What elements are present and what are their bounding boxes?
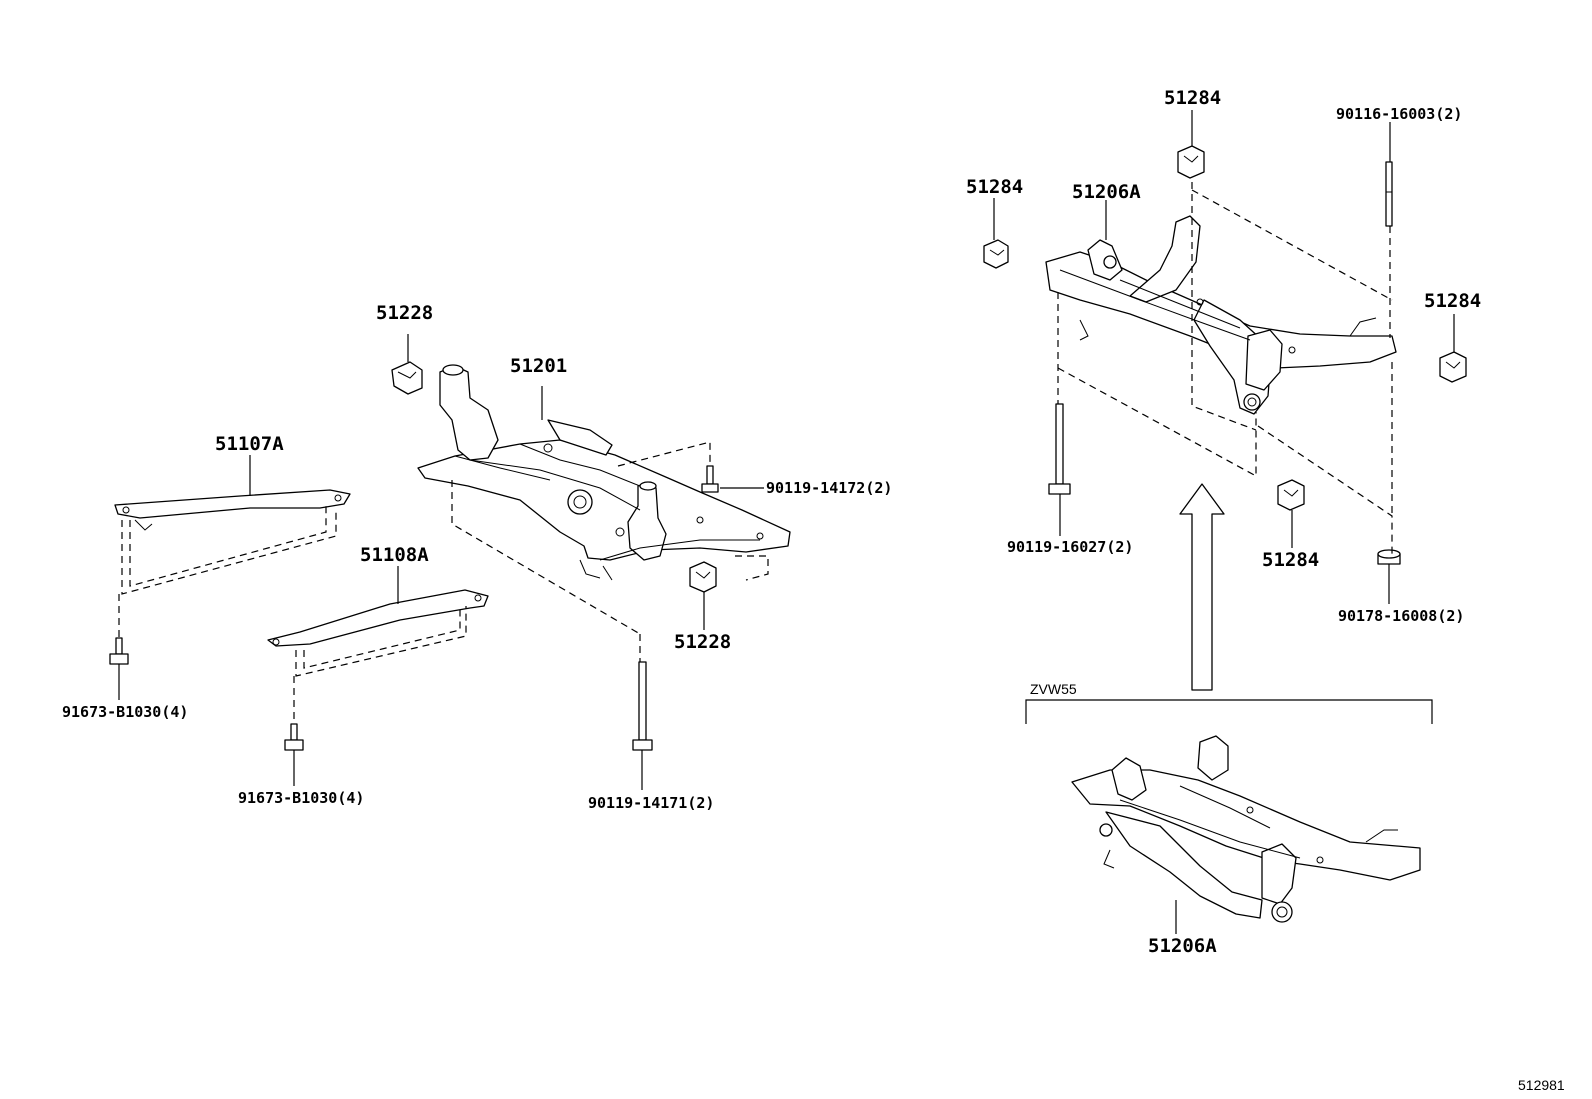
part-label-51228-bottom: 51228: [674, 631, 731, 653]
stopper-icon: [1277, 479, 1305, 511]
part-label-51206A-bottom: 51206A: [1148, 935, 1217, 957]
bolt-icon: [109, 637, 129, 665]
part-label-91673-B1030-mid: 91673-B1030(4): [238, 789, 364, 807]
bolt-icon: [284, 723, 304, 751]
bolt-icon: [1385, 161, 1393, 227]
bolt-icon: [701, 465, 719, 493]
part-label-51228-top: 51228: [376, 302, 433, 324]
part-label-51206A-top: 51206A: [1072, 181, 1141, 203]
stopper-icon: [689, 561, 717, 593]
brace-icon: [267, 589, 489, 647]
part-label-51284-right: 51284: [1424, 290, 1481, 312]
part-label-51284-bottom: 51284: [1262, 549, 1319, 571]
part-label-51284-left: 51284: [966, 176, 1023, 198]
stopper-icon: [391, 361, 423, 395]
part-label-51107A: 51107A: [215, 433, 284, 455]
variant-label: ZVW55: [1030, 681, 1077, 697]
front-suspension-crossmember-icon: [417, 364, 791, 581]
part-label-51284-top: 51284: [1164, 87, 1221, 109]
part-label-51108A: 51108A: [360, 544, 429, 566]
diagram-id: 512981: [1518, 1077, 1565, 1093]
part-label-90119-14172: 90119-14172(2): [766, 479, 892, 497]
brace-icon: [114, 489, 351, 531]
part-label-91673-B1030-left: 91673-B1030(4): [62, 703, 188, 721]
stopper-icon: [983, 239, 1009, 269]
rear-suspension-crossmember-icon: [1071, 735, 1421, 923]
part-label-90178-16008: 90178-16008(2): [1338, 607, 1464, 625]
rear-suspension-crossmember-icon: [1045, 215, 1397, 415]
stopper-icon: [1439, 351, 1467, 383]
part-label-90116-16003: 90116-16003(2): [1336, 105, 1462, 123]
up-arrow-icon: [1179, 483, 1225, 691]
part-label-90119-14171: 90119-14171(2): [588, 794, 714, 812]
bolt-icon: [632, 661, 653, 751]
part-label-90119-16027: 90119-16027(2): [1007, 538, 1133, 556]
stopper-icon: [1177, 145, 1205, 179]
part-label-51201: 51201: [510, 355, 567, 377]
bolt-icon: [1377, 549, 1401, 565]
bolt-icon: [1048, 403, 1071, 495]
